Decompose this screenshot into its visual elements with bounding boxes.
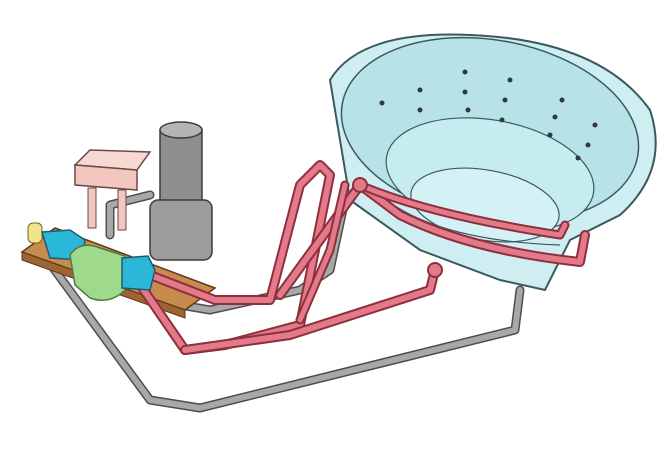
- heater: [73, 149, 152, 231]
- jet: [552, 114, 558, 120]
- red-pipe-system: [125, 160, 590, 355]
- jet-fitting: [427, 262, 443, 278]
- jet: [559, 97, 565, 103]
- hot-tub: [328, 33, 657, 292]
- jet: [507, 77, 513, 83]
- jet: [547, 132, 553, 138]
- jet: [379, 100, 385, 106]
- filter-canister: [149, 121, 213, 261]
- pump-blue-right: [121, 255, 156, 291]
- pump-assembly: [27, 222, 156, 301]
- jet: [417, 107, 423, 113]
- jet: [462, 89, 468, 95]
- jet: [502, 97, 508, 103]
- jet: [499, 117, 505, 123]
- tub-jets: [379, 69, 598, 161]
- pump-green: [69, 244, 126, 301]
- jet: [575, 155, 581, 161]
- valve-yellow: [27, 222, 43, 244]
- jet: [465, 107, 471, 113]
- jet-fitting: [352, 177, 368, 193]
- jet: [592, 122, 598, 128]
- jet: [585, 142, 591, 148]
- jet: [417, 87, 423, 93]
- jet: [462, 69, 468, 75]
